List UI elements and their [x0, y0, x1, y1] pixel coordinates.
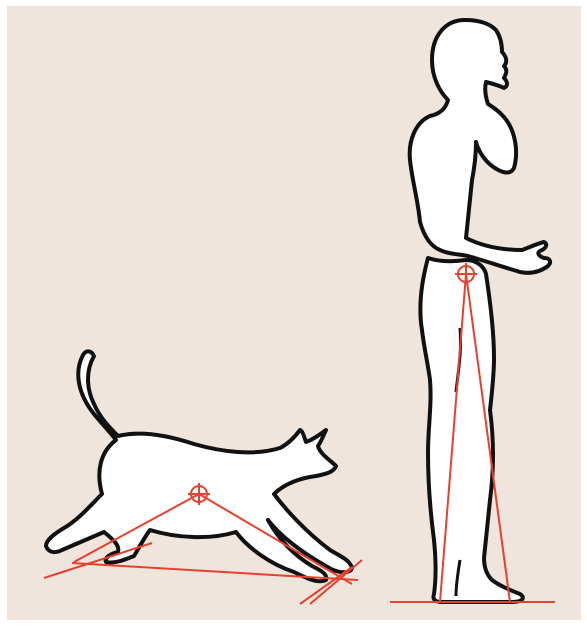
balance-diagram: [7, 6, 581, 620]
paper-canvas: [7, 6, 581, 620]
